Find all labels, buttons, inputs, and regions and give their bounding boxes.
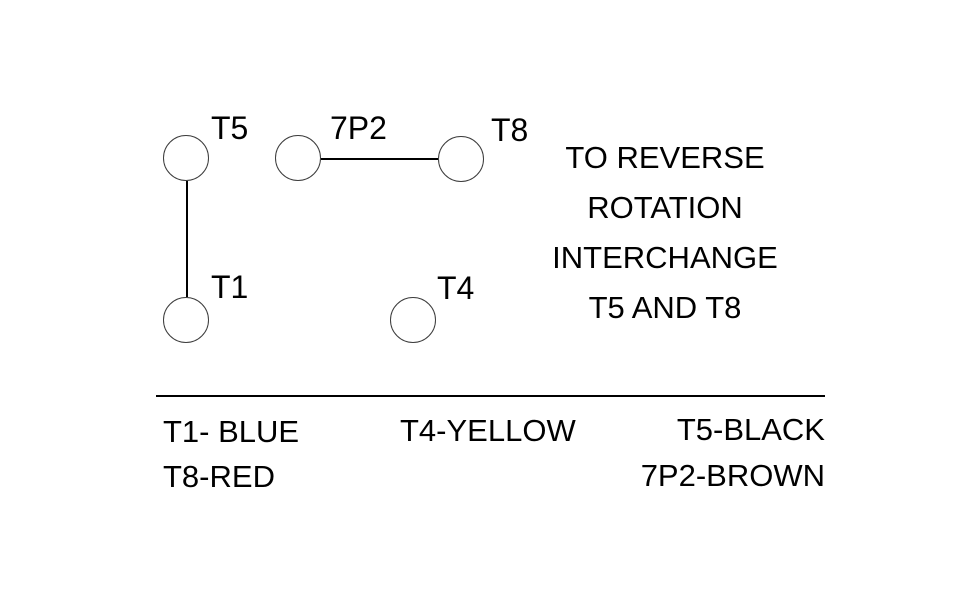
terminal-circle-7p2	[275, 135, 321, 181]
terminal-circle-t8	[438, 136, 484, 182]
terminal-label-t5: T5	[211, 110, 249, 146]
divider-line	[156, 395, 825, 397]
note-line-4: T5 AND T8	[588, 290, 742, 325]
terminal-label-t4: T4	[437, 270, 475, 306]
terminal-circle-t4	[390, 297, 436, 343]
terminal-label-t8: T8	[491, 112, 529, 148]
terminal-label-7p2: 7P2	[330, 110, 387, 146]
terminal-circle-t5	[163, 135, 209, 181]
legend-entry-t5: T5-BLACK	[676, 412, 825, 447]
terminal-label-t1: T1	[211, 269, 249, 305]
note-line-2: ROTATION	[587, 190, 743, 225]
connection-line-7p2-t8	[321, 158, 438, 160]
note-line-3: INTERCHANGE	[552, 240, 778, 275]
terminal-circle-t1	[163, 297, 209, 343]
reverse-rotation-note: TO REVERSE ROTATION INTERCHANGE T5 AND T…	[538, 133, 792, 333]
legend-entry-t8: T8-RED	[163, 459, 275, 494]
connection-line-t5-t1	[186, 181, 188, 297]
note-line-1: TO REVERSE	[565, 140, 765, 175]
legend-entry-7p2: 7P2-BROWN	[640, 458, 825, 493]
legend-entry-t4: T4-YELLOW	[400, 413, 576, 448]
legend-entry-t1: T1- BLUE	[163, 414, 300, 449]
